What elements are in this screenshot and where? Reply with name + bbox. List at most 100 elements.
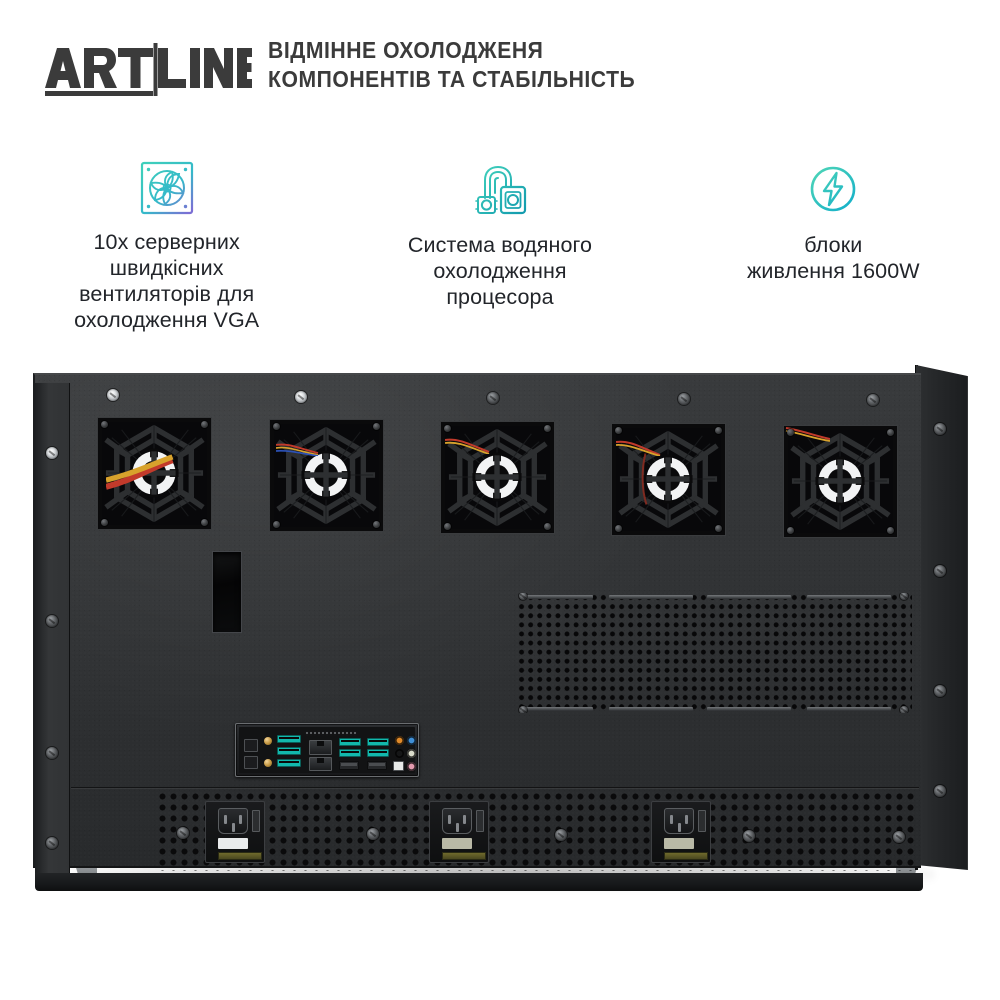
fan-grille [102, 422, 207, 525]
usb-port [277, 747, 301, 755]
feature-label-liquid-cooling: Система водяного охолодження процесора [407, 233, 593, 309]
chassis-side-screw [934, 785, 946, 797]
fan-screw [201, 421, 208, 428]
fan-screw [444, 523, 451, 530]
fan-screw [715, 427, 722, 434]
iec-pin [239, 815, 242, 824]
usb-port [277, 735, 301, 743]
iec-pin [463, 815, 466, 824]
usb-port [367, 749, 389, 757]
chassis-screw-bottom [555, 829, 567, 841]
feature-list: 10x серверних швидкісних вентиляторів дл… [0, 158, 1000, 333]
fan-screw [715, 525, 722, 532]
fan-screw [887, 429, 894, 436]
cooling-fan [611, 423, 726, 536]
iec-power-socket [442, 808, 472, 834]
iec-pin [224, 815, 227, 824]
psu-rating-label [442, 852, 486, 860]
psu-perforation-mesh [157, 791, 917, 871]
artline-logo-mark [45, 43, 252, 96]
vent-bar [707, 595, 791, 599]
chassis-screw-left [46, 615, 58, 627]
fan-grille [788, 430, 893, 533]
vent-bar [609, 707, 693, 711]
chassis-screw-bottom [743, 830, 755, 842]
feature-label-fans: 10x серверних швидкісних вентиляторів дл… [74, 230, 260, 332]
fan-screw [615, 525, 622, 532]
feature-item-liquid-cooling: Система водяного охолодження процесора [333, 158, 666, 333]
chassis-screw-top [867, 394, 879, 406]
audio-jack-microphone [407, 762, 416, 771]
fan-screw [201, 519, 208, 526]
cooling-fan [783, 425, 898, 538]
psu-sticker [442, 838, 472, 849]
iec-pin [678, 823, 681, 832]
fan-grille [445, 426, 550, 529]
io-vent-dots [305, 731, 357, 736]
psu-power-switch[interactable] [252, 810, 260, 832]
fan-screw [544, 425, 551, 432]
chassis-screw-left [46, 447, 58, 459]
vent-bar [807, 595, 891, 599]
fan-screw [273, 423, 280, 430]
chassis-left-rail [35, 383, 70, 878]
ventilation-mesh [517, 593, 912, 713]
fan-screw [373, 423, 380, 430]
chassis-screw-top [678, 393, 690, 405]
cable-passthrough-slot [212, 551, 242, 633]
server-chassis [33, 365, 968, 891]
fan-grille [616, 428, 721, 531]
ethernet-port [309, 757, 332, 771]
power-supply-unit [651, 801, 711, 863]
audio-jack-line-out [407, 749, 416, 758]
liquid-cooling-icon [469, 158, 531, 220]
product-image-server-chassis [0, 340, 1000, 900]
lightning-bolt-icon [805, 158, 861, 220]
artline-logo [43, 42, 253, 98]
psu-rating-label [664, 852, 708, 860]
vent-screw [900, 706, 908, 713]
vent-screw [900, 593, 908, 600]
usb-port [367, 761, 387, 770]
vent-bar [521, 595, 593, 599]
header: ВІДМІННЕ ОХОЛОДЖЕНЯ КОМПОНЕНТІВ ТА СТАБІ… [0, 0, 1000, 140]
power-supply-unit [429, 801, 489, 863]
feature-item-power: блоки живлення 1600W [667, 158, 1000, 333]
fan-screw [544, 523, 551, 530]
chassis-screw-left [46, 747, 58, 759]
vent-screw [519, 593, 527, 600]
vent-bar [609, 595, 693, 599]
chassis-side-screw [934, 685, 946, 697]
chassis-screw-top [487, 392, 499, 404]
fan-screw [787, 527, 794, 534]
audio-jack-center-subwoofer [395, 736, 404, 745]
iec-power-socket [218, 808, 248, 834]
vent-bar [707, 707, 791, 711]
fan-screw [444, 425, 451, 432]
chassis-side-panel [916, 365, 968, 870]
chassis-side-screw [934, 565, 946, 577]
fan-screw [887, 527, 894, 534]
ethernet-port [309, 740, 332, 755]
iec-power-socket [664, 808, 694, 834]
psu-power-switch[interactable] [698, 810, 706, 832]
iec-pin [670, 815, 673, 824]
iec-pin [448, 815, 451, 824]
motherboard-io-panel [235, 723, 419, 777]
chassis-screw-bottom [893, 831, 905, 843]
vent-bar [807, 707, 891, 711]
fan-screw [615, 427, 622, 434]
fan-screw [373, 521, 380, 528]
spdif-optical-port [393, 761, 404, 771]
vent-screw [519, 706, 527, 713]
chassis-side-screw [934, 423, 946, 435]
io-shield [239, 727, 416, 773]
psu-power-switch[interactable] [476, 810, 484, 832]
io-bios-button [244, 739, 258, 752]
chassis-bottom-lip [35, 873, 923, 891]
usb-port [277, 759, 301, 767]
audio-jack-rear-surround [395, 749, 404, 758]
vent-bar [521, 707, 593, 711]
chassis-screw-left [46, 837, 58, 849]
